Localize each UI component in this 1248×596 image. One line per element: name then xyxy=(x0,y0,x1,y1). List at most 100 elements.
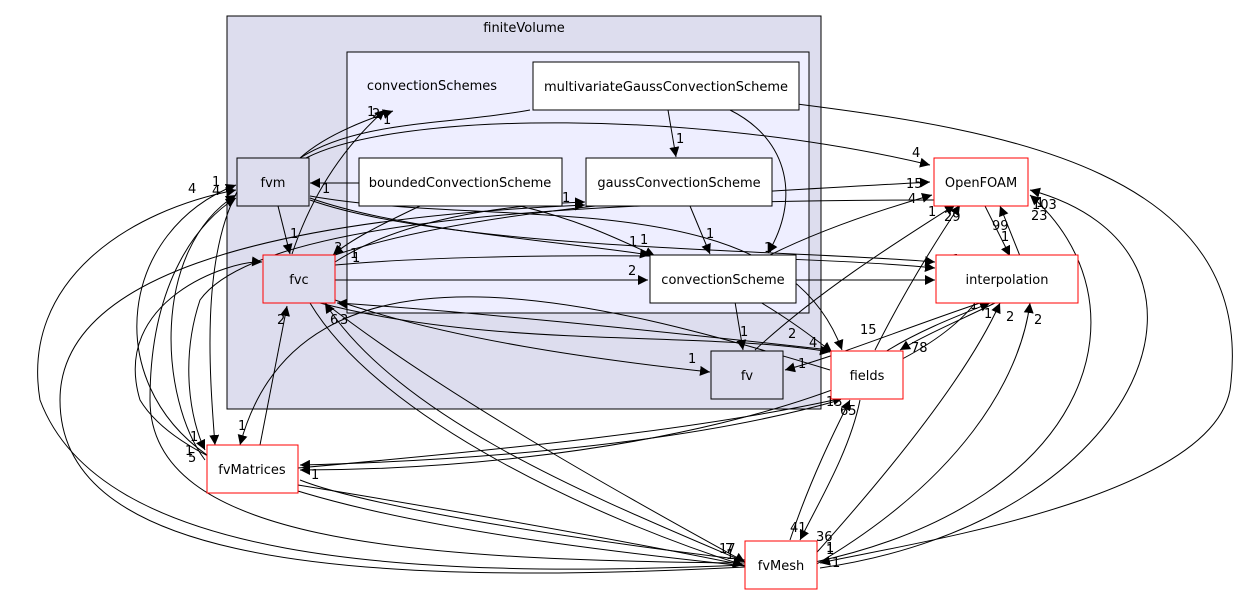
edge-fields-to-openfoam xyxy=(874,204,961,351)
edge-label: 1 xyxy=(383,113,391,128)
edge-label: 1 xyxy=(826,543,834,558)
edge-label: 1 xyxy=(350,247,358,262)
edge-fields-to-fvmesh xyxy=(799,399,861,541)
edge-fvmesh-to-interpolation-2 xyxy=(809,302,1001,561)
node-label: convectionScheme xyxy=(661,273,784,288)
edge-label: 1 xyxy=(1001,230,1009,245)
edge-label: 41 xyxy=(790,521,807,536)
edge-fields-to-fvmatrices-long xyxy=(237,296,831,446)
edge-label: 4 xyxy=(809,336,817,351)
edge-label: 1 xyxy=(706,227,714,242)
edge-label: 1 xyxy=(832,556,840,571)
edge-multivariate-to-fvm xyxy=(299,109,531,159)
edge-interpolation-to-fv xyxy=(784,302,981,373)
edge-label: 1 xyxy=(238,419,246,434)
node-interpolation[interactable]: interpolation xyxy=(935,254,1079,304)
edge-label: 1 xyxy=(970,298,978,313)
edge-fvmesh-to-openfoam-2 xyxy=(819,187,1148,569)
edge-label: 36 xyxy=(816,530,833,545)
node-label: fields xyxy=(850,369,885,384)
edge-fvmatrices-to-fields xyxy=(297,395,844,469)
edge-interpolation-to-fvmatrices xyxy=(299,302,976,475)
edge-label: 4 xyxy=(212,184,220,199)
edge-fvm-to-fvmatrices xyxy=(209,189,239,446)
node-fields[interactable]: fields xyxy=(830,350,904,400)
edge-label: 1 xyxy=(185,444,193,459)
edge-label: 1 xyxy=(367,105,375,120)
edge-fvc-to-fvmesh xyxy=(309,302,744,567)
cluster-finite-volume-title: finiteVolume xyxy=(483,21,565,36)
node-label: fvc xyxy=(289,273,308,288)
edge-fields-to-fvc xyxy=(336,298,831,351)
edge-label: 6 xyxy=(330,313,338,328)
edge-label: 1 xyxy=(798,357,806,372)
edge-fields-to-fvmatrices xyxy=(299,399,841,470)
edge-label: 2 xyxy=(277,313,285,328)
edge-fvmesh-to-fvc xyxy=(324,302,746,563)
edge-fvmatrices-to-fvc xyxy=(259,305,291,446)
edge-label: 15 xyxy=(860,323,877,338)
edge-label: 4 xyxy=(908,192,916,207)
edge-fvmesh-to-gauss xyxy=(59,200,746,574)
node-fv-mesh[interactable]: fvMesh xyxy=(744,540,818,590)
edge-label: 4 xyxy=(188,182,196,197)
node-fvm[interactable]: fvm xyxy=(236,157,310,207)
node-convection-scheme[interactable]: convectionScheme xyxy=(649,254,797,304)
edge-label: 1 xyxy=(826,541,834,556)
edge-fvmatrices-to-fvm xyxy=(136,183,237,456)
node-multivariate-gauss-convection-scheme[interactable]: multivariateGaussConvectionScheme xyxy=(532,61,800,111)
edge-convection-to-openfoam xyxy=(767,192,933,257)
edge-label: 3 xyxy=(340,313,348,328)
node-openfoam[interactable]: OpenFOAM xyxy=(933,157,1029,207)
node-label: gaussConvectionScheme xyxy=(597,176,760,191)
node-fv-matrices[interactable]: fvMatrices xyxy=(206,444,299,494)
edge-label: 1 xyxy=(352,251,360,266)
edge-fvmesh-to-interpolation xyxy=(814,302,1034,566)
edge-label: 29 xyxy=(944,210,961,225)
edge-label: 1 xyxy=(640,233,648,248)
edge-label: 1 xyxy=(562,191,570,206)
edge-label: 5 xyxy=(188,451,196,466)
edge-fvmesh-to-fvm xyxy=(37,186,746,570)
edge-fvc-to-fv xyxy=(334,299,711,376)
edge-label: 23 xyxy=(1031,209,1048,224)
node-fvc[interactable]: fvc xyxy=(262,254,336,304)
edge-label: 2 xyxy=(1006,310,1014,325)
edge-label: 1 xyxy=(740,325,748,340)
edge-fvmesh-to-fields xyxy=(789,399,851,541)
edge-fields-to-interpolation xyxy=(884,302,991,353)
edge-label: 1 xyxy=(311,468,319,483)
edge-label: 17 xyxy=(719,542,736,557)
node-label: fvMatrices xyxy=(218,463,286,478)
node-label: OpenFOAM xyxy=(945,176,1017,191)
edge-fvm-to-interpolation xyxy=(309,199,936,267)
node-label: fvm xyxy=(261,176,286,191)
edge-label: 1 xyxy=(1036,196,1044,211)
edge-fvmesh-to-fvm-2 xyxy=(149,197,746,564)
node-label: fv xyxy=(741,369,754,384)
node-gauss-convection-scheme[interactable]: gaussConvectionScheme xyxy=(585,157,773,207)
edge-label: 99 xyxy=(992,219,1009,234)
node-label: interpolation xyxy=(966,273,1049,288)
edge-label: 2 xyxy=(628,264,636,279)
edge-fvc-to-interpolation-long xyxy=(334,255,936,273)
edge-label: 3 xyxy=(334,241,342,256)
edge-fvc-to-fields xyxy=(319,302,831,356)
node-fv[interactable]: fv xyxy=(710,350,784,400)
edge-label: 15 xyxy=(906,177,923,192)
edge-label: 7 xyxy=(725,542,733,557)
edge-label: 1 xyxy=(322,182,330,197)
edge-label: 1 xyxy=(688,352,696,367)
cluster-convection-schemes-title: convectionSchemes xyxy=(367,79,497,94)
edge-interpolation-to-openfoam xyxy=(999,205,1021,257)
edge-label: 1 xyxy=(984,307,992,322)
edge-fvmatrices-to-fvm-2 xyxy=(170,194,237,461)
node-bounded-convection-scheme[interactable]: boundedConvectionScheme xyxy=(358,157,563,207)
edge-multivariate-to-gauss xyxy=(667,109,680,158)
edge-labels: 1 2 1 1 1 1 1 4 4 3 1 1 1 1 1 1 2 1 15 4… xyxy=(185,105,1057,571)
node-label: boundedConvectionScheme xyxy=(369,176,552,191)
node-label: multivariateGaussConvectionScheme xyxy=(544,80,788,95)
edge-fvmesh-to-fvc-2 xyxy=(134,256,746,567)
edge-label: 1 xyxy=(764,241,772,256)
